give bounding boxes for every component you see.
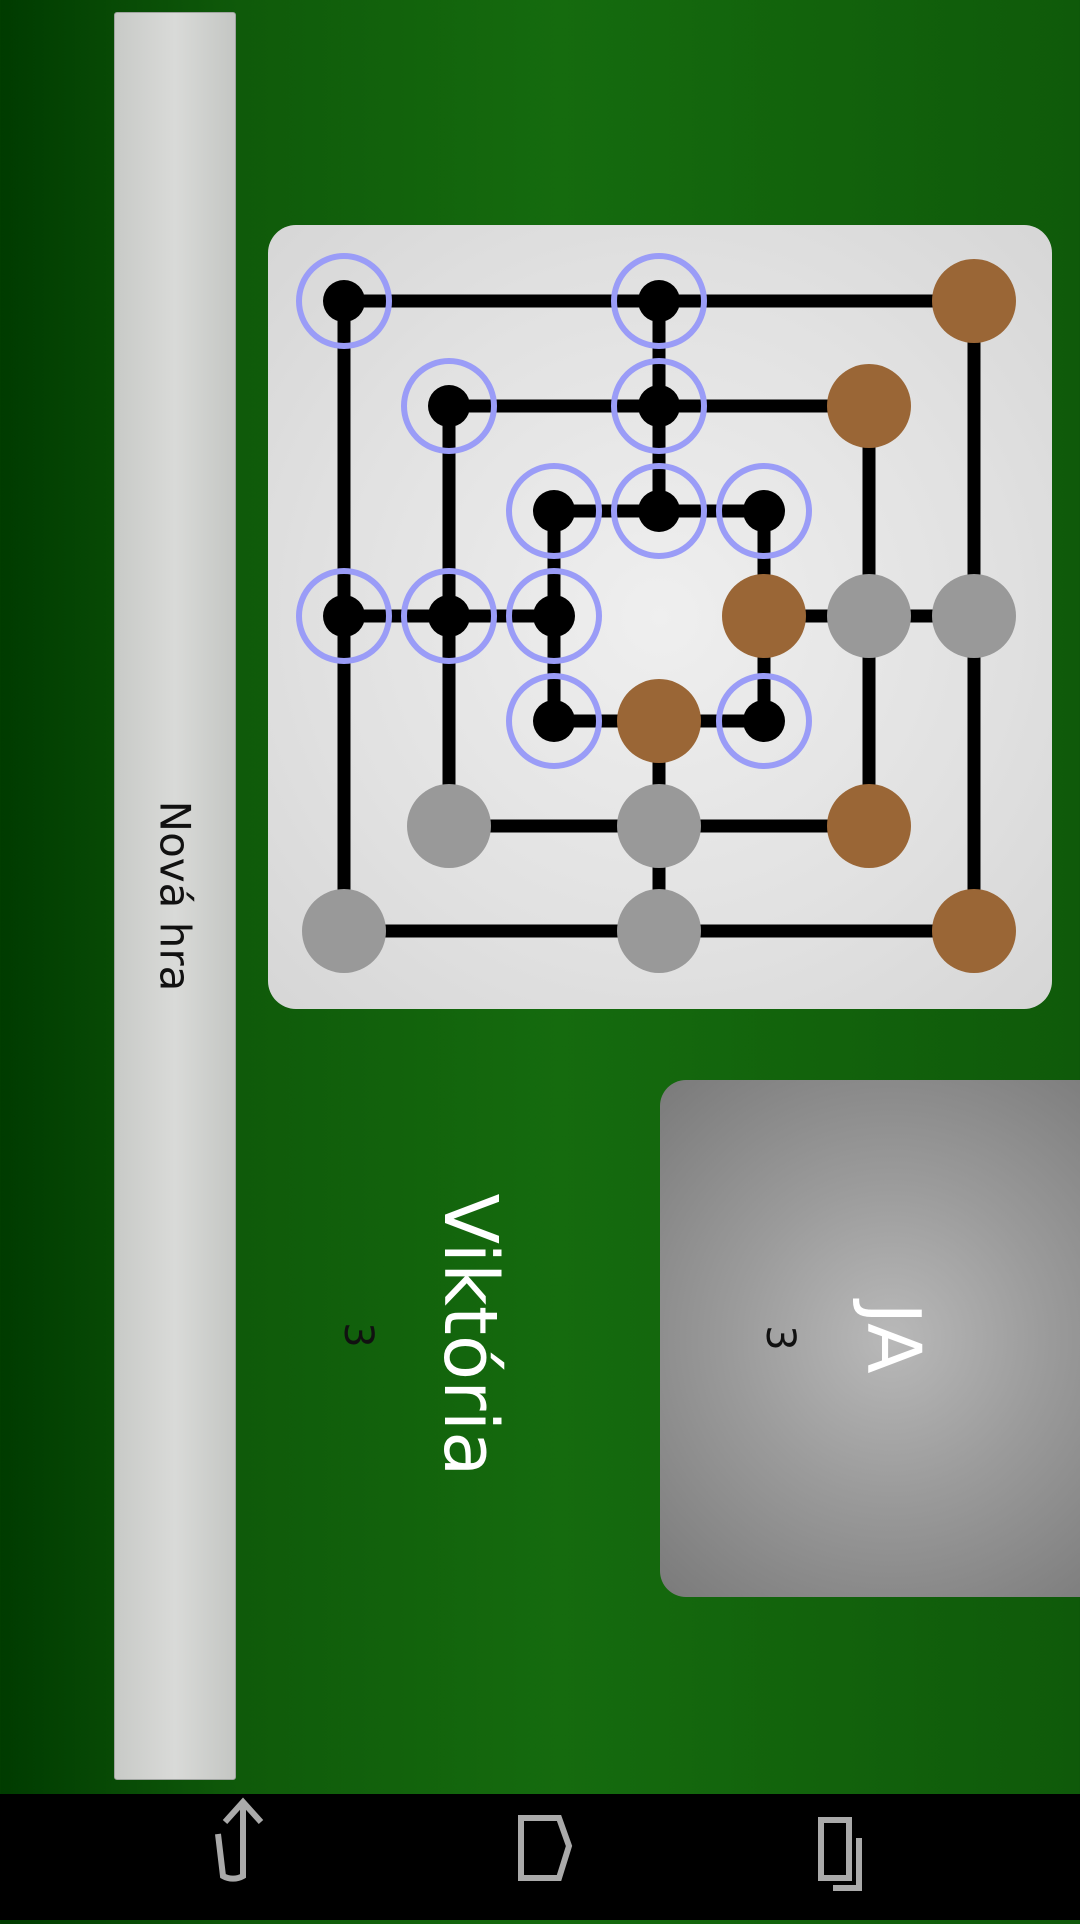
board-point-b2[interactable]: [401, 358, 497, 454]
human-player-score: 3: [335, 1322, 381, 1348]
board-point-g4[interactable]: [617, 889, 701, 973]
gray-piece: [827, 574, 911, 658]
board-point-c3[interactable]: [506, 463, 602, 559]
cpu-player-name: JA: [850, 1302, 936, 1374]
gray-piece: [617, 889, 701, 973]
gray-piece: [302, 889, 386, 973]
home-button[interactable]: [463, 1794, 623, 1920]
empty-point-dot: [743, 700, 785, 742]
move-highlight-ring: [506, 463, 602, 559]
move-highlight-ring: [401, 358, 497, 454]
empty-point-dot: [533, 595, 575, 637]
board-point-e3[interactable]: [506, 673, 602, 769]
move-highlight-ring: [716, 463, 812, 559]
system-navigation-bar: [0, 1794, 1080, 1920]
board-point-g7[interactable]: [932, 889, 1016, 973]
move-highlight-ring: [296, 568, 392, 664]
board-svg: [296, 253, 1016, 973]
empty-point-dot: [323, 595, 365, 637]
move-highlight-ring: [716, 673, 812, 769]
move-highlight-ring: [611, 463, 707, 559]
new-game-label: Nová hra: [150, 800, 200, 992]
brown-piece: [932, 259, 1016, 343]
recent-apps-icon: [818, 1817, 862, 1891]
brown-piece: [827, 364, 911, 448]
brown-piece: [722, 574, 806, 658]
empty-point-dot: [533, 700, 575, 742]
board-point-e5[interactable]: [716, 673, 812, 769]
home-icon: [518, 1815, 573, 1881]
new-game-button[interactable]: Nová hra: [114, 12, 236, 1780]
empty-point-dot: [638, 385, 680, 427]
board-point-a4[interactable]: [611, 253, 707, 349]
board-point-f4[interactable]: [617, 784, 701, 868]
empty-point-dot: [638, 490, 680, 532]
move-highlight-ring: [506, 568, 602, 664]
brown-piece: [827, 784, 911, 868]
back-icon: [215, 1797, 264, 1882]
board-point-c5[interactable]: [716, 463, 812, 559]
empty-point-dot: [323, 280, 365, 322]
board-points: [296, 253, 1016, 973]
board-point-a7[interactable]: [932, 259, 1016, 343]
gray-piece: [932, 574, 1016, 658]
move-highlight-ring: [611, 358, 707, 454]
empty-point-dot: [743, 490, 785, 532]
empty-point-dot: [428, 385, 470, 427]
empty-point-dot: [428, 595, 470, 637]
cpu-player-card: JA 3: [660, 1080, 1080, 1597]
brown-piece: [617, 679, 701, 763]
board-point-b4[interactable]: [611, 358, 707, 454]
board-point-f2[interactable]: [407, 784, 491, 868]
brown-piece: [932, 889, 1016, 973]
gray-piece: [617, 784, 701, 868]
board-point-d2[interactable]: [401, 568, 497, 664]
move-highlight-ring: [506, 673, 602, 769]
board-point-g1[interactable]: [302, 889, 386, 973]
board-point-e4[interactable]: [617, 679, 701, 763]
board-point-f6[interactable]: [827, 784, 911, 868]
board-point-d5[interactable]: [722, 574, 806, 658]
human-player-name: Viktória: [427, 1193, 513, 1477]
cpu-player-score: 3: [757, 1325, 803, 1351]
board-point-c4[interactable]: [611, 463, 707, 559]
recent-apps-button[interactable]: [763, 1794, 923, 1920]
gray-piece: [407, 784, 491, 868]
back-button[interactable]: [163, 1794, 323, 1920]
empty-point-dot: [638, 280, 680, 322]
move-highlight-ring: [401, 568, 497, 664]
game-board: [268, 225, 1052, 1009]
board-point-d7[interactable]: [932, 574, 1016, 658]
empty-point-dot: [533, 490, 575, 532]
board-point-b6[interactable]: [827, 364, 911, 448]
board-point-d6[interactable]: [827, 574, 911, 658]
move-highlight-ring: [296, 253, 392, 349]
board-point-a1[interactable]: [296, 253, 392, 349]
board-point-d3[interactable]: [506, 568, 602, 664]
board-point-d1[interactable]: [296, 568, 392, 664]
move-highlight-ring: [611, 253, 707, 349]
